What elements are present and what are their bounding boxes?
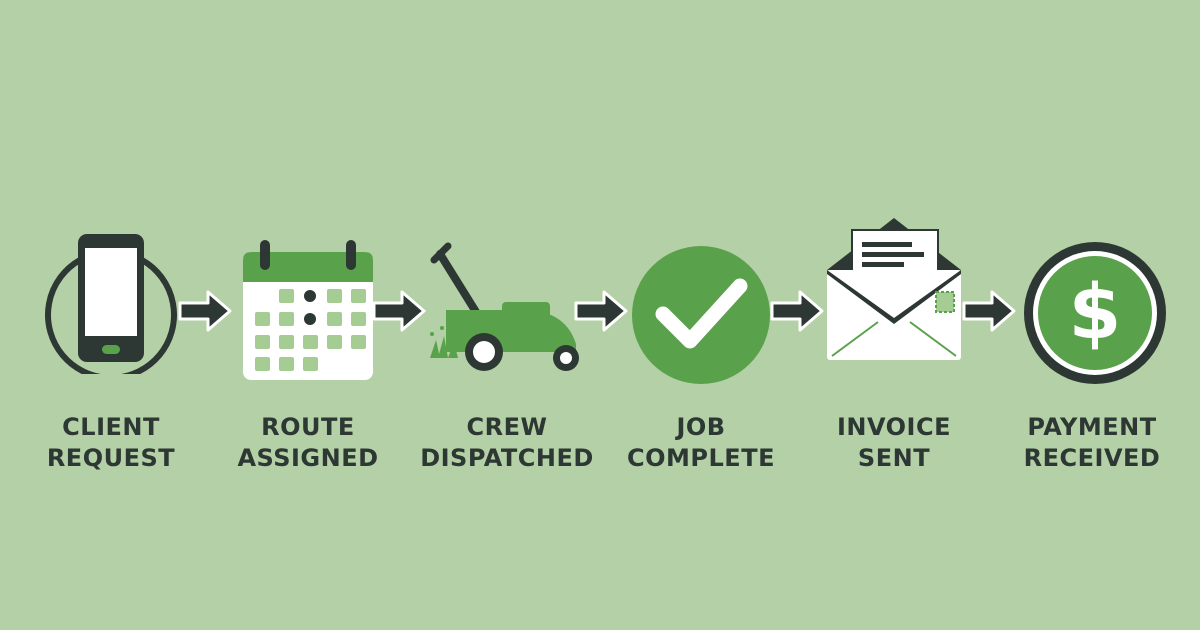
flow-arrow-2 (372, 290, 426, 332)
step-label-client-request: CLIENT REQUEST (46, 413, 176, 472)
checkmark-icon (632, 246, 770, 384)
envelope-icon (827, 218, 961, 360)
smartphone-icon (45, 234, 177, 374)
dollar-coin-icon: $ (1024, 242, 1166, 384)
flow-arrow-4 (770, 290, 824, 332)
flow-arrow-1 (178, 290, 232, 332)
step-label-invoice-sent: INVOICE SENT (836, 413, 951, 472)
step-label-job-complete: JOB COMPLETE (627, 413, 775, 472)
step-label-crew-dispatched: CREW DISPATCHED (420, 413, 594, 472)
flow-arrow-5 (962, 290, 1016, 332)
lawn-mower-icon (430, 242, 579, 371)
svg-text:$: $ (1069, 267, 1122, 356)
flow-arrow-3 (574, 290, 628, 332)
step-label-payment-received: PAYMENT RECEIVED (1023, 413, 1161, 472)
step-label-route-assigned: ROUTE ASSIGNED (237, 413, 379, 472)
calendar-icon (243, 240, 373, 380)
